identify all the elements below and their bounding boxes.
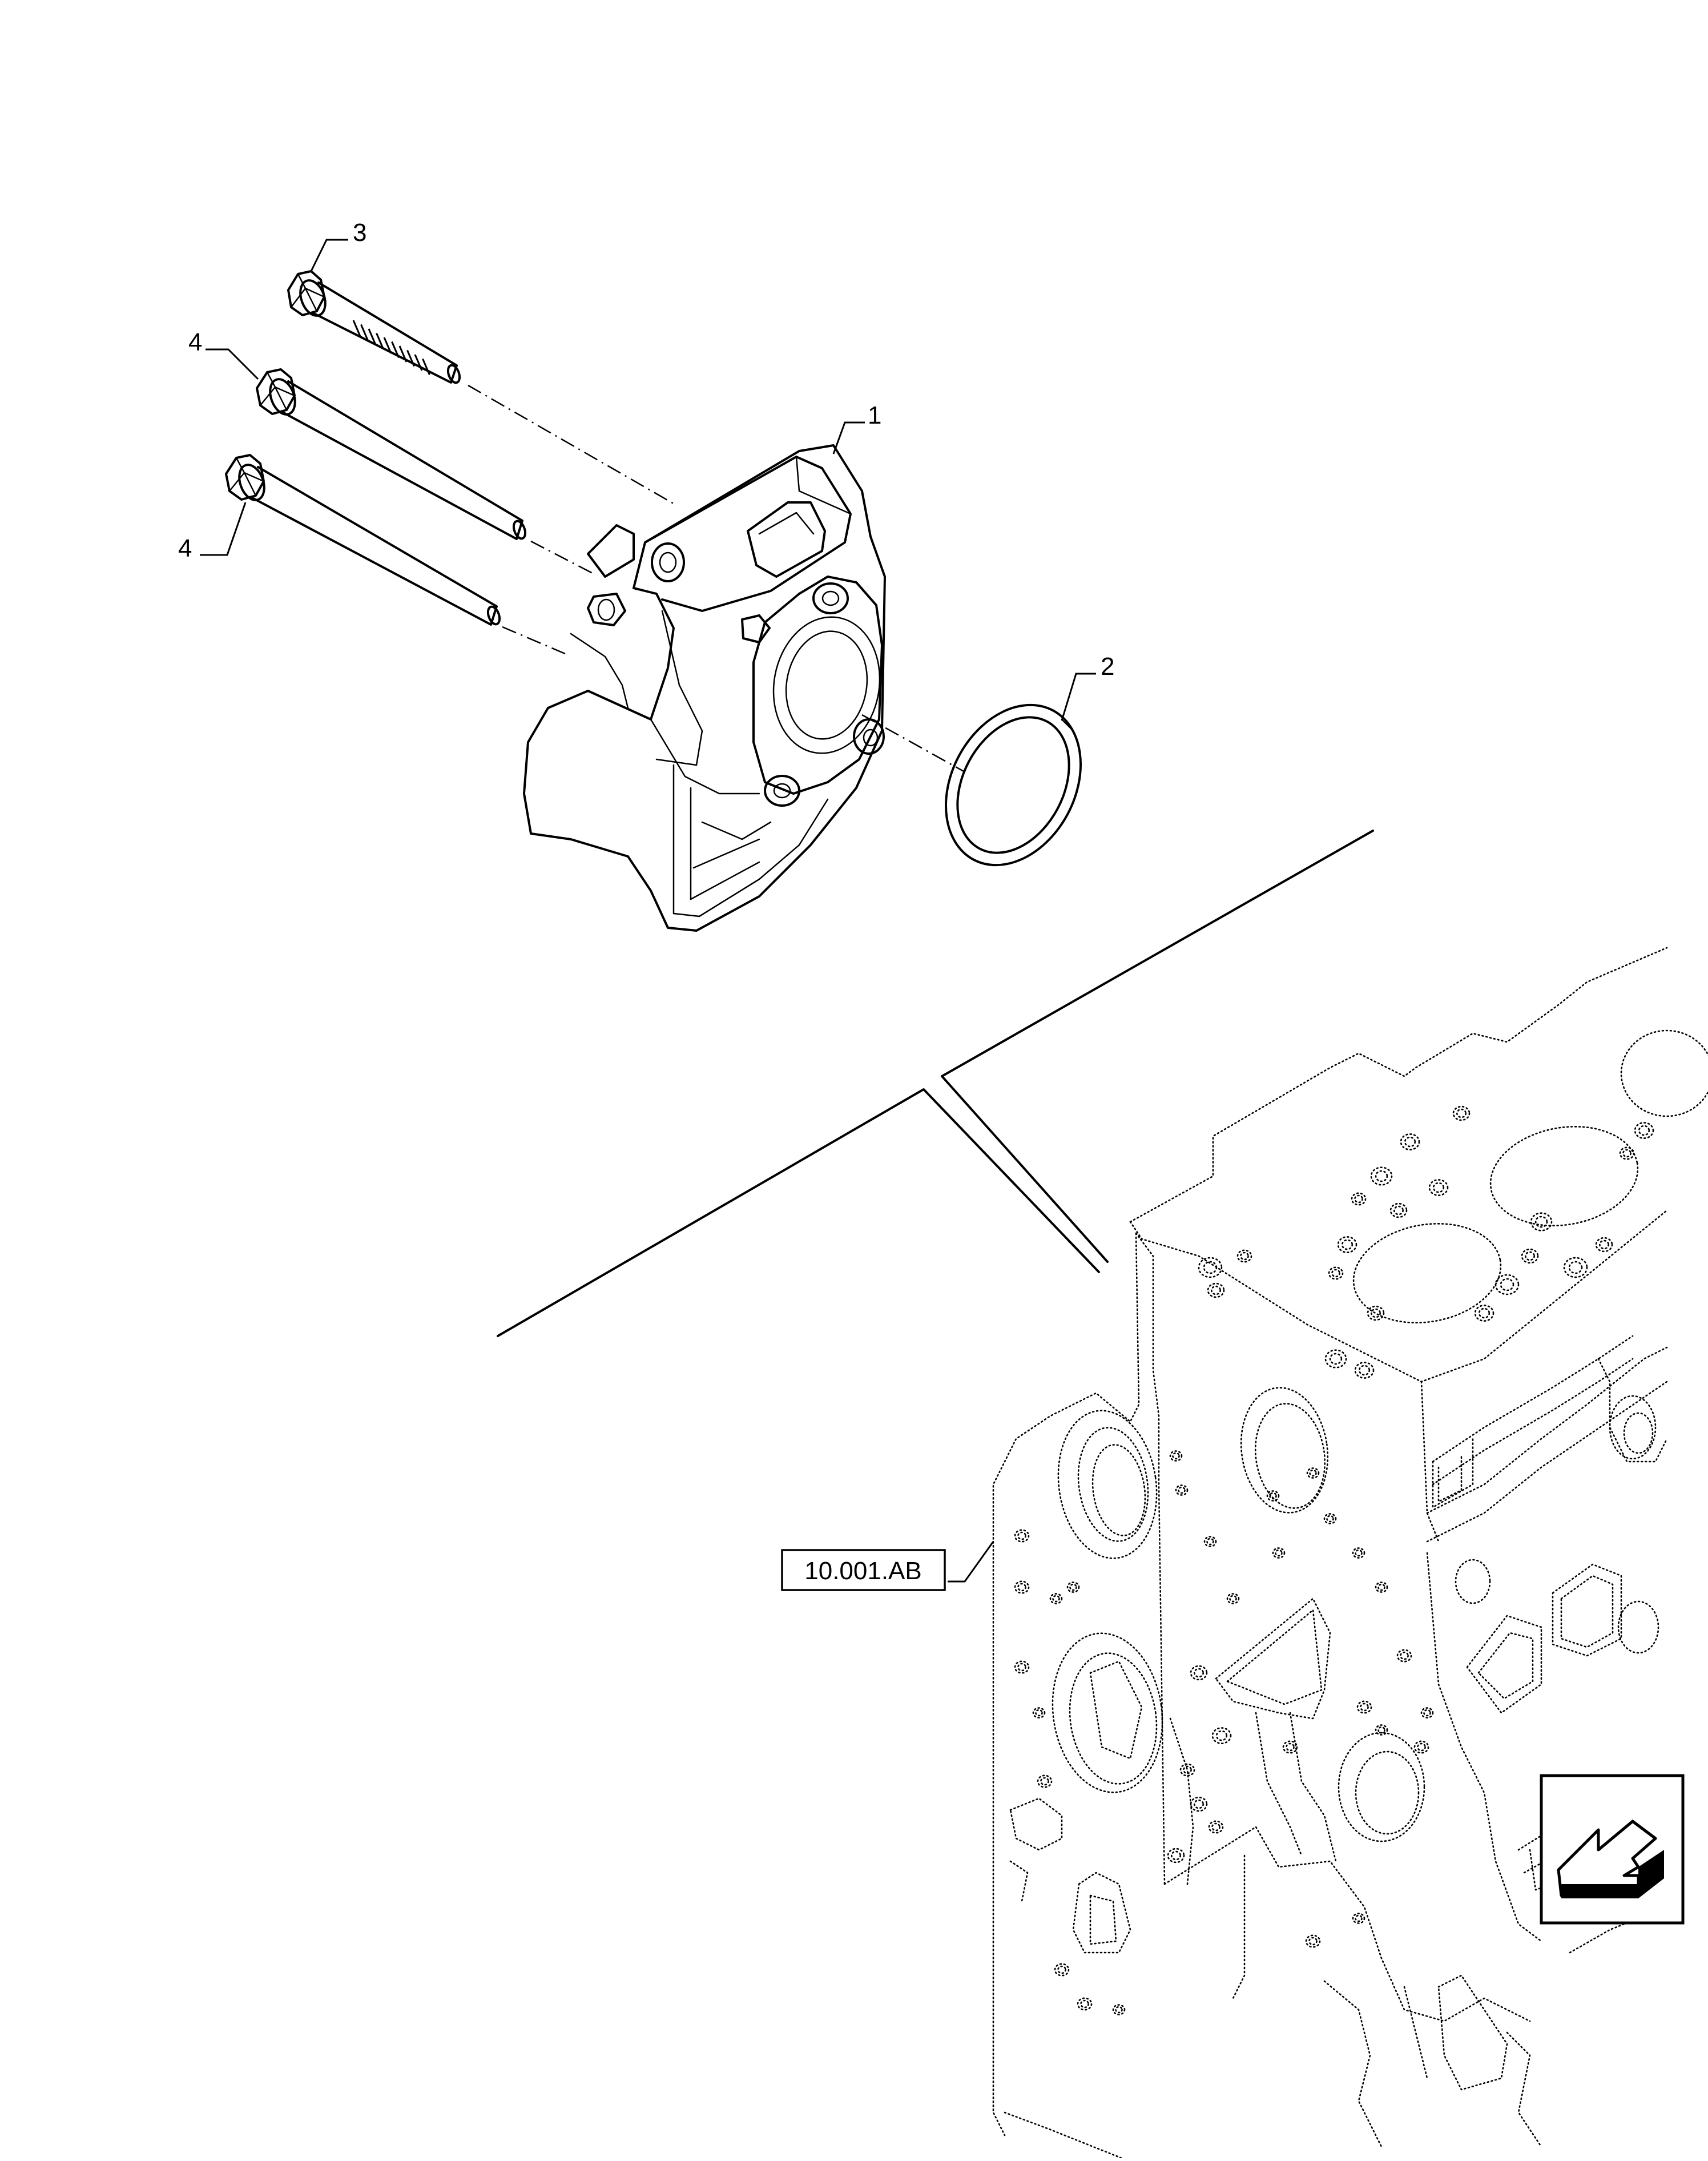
- alignment-lines: [468, 384, 965, 773]
- engine-block-reference: [992, 947, 1708, 2161]
- callout-leaders: [200, 239, 1096, 1583]
- housing-part-1: [523, 444, 886, 932]
- callout-2: 2: [1101, 653, 1114, 681]
- bolt-4b: [225, 454, 501, 626]
- reference-label-text: 10.001.AB: [804, 1557, 922, 1585]
- previous-page-arrow-icon[interactable]: [1540, 1774, 1685, 1925]
- callout-1: 1: [868, 401, 881, 429]
- reference-label[interactable]: 10.001.AB: [781, 1549, 946, 1591]
- bolt-4a: [256, 368, 527, 540]
- section-break-lines: [497, 830, 1374, 1337]
- o-ring-part-2: [945, 703, 1082, 867]
- callout-3: 3: [353, 219, 366, 247]
- callout-4a: 4: [188, 328, 202, 356]
- callout-4b: 4: [178, 534, 192, 562]
- bolt-3: [287, 270, 461, 384]
